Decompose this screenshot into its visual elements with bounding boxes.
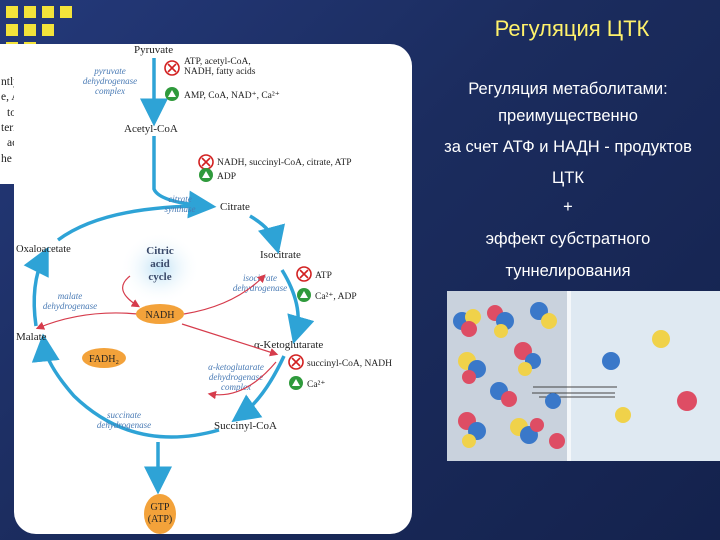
enzyme-cluster: [453, 302, 565, 449]
nadh-inhibition-arrow: [183, 274, 266, 315]
succinylcoa-to-malate-arc: [31, 333, 220, 439]
malate-to-oaa-arc: [23, 246, 49, 327]
enzyme-mdh: dehydrogenase: [43, 301, 97, 311]
slide-title: Регуляция ЦТК: [494, 16, 650, 41]
tca-diagram-panel: Citric acid cycle Pyruvate Acetyl-CoA Ci…: [14, 44, 412, 534]
metabolite-citrate: Citrate: [220, 201, 250, 213]
enzyme-mdh: malate: [58, 291, 83, 301]
pdh-inhibitors: NADH, fatty acids: [184, 66, 256, 77]
slide-text-line: эффект субстратного: [485, 230, 651, 248]
nadh-inhibition-arrow: [207, 361, 277, 400]
metabolite-pyruvate: Pyruvate: [134, 44, 173, 56]
metabolite-acetyl-coa: Acetyl-CoA: [124, 123, 178, 135]
pdh-activators: AMP, CoA, NAD⁺, Ca²⁺: [184, 91, 280, 101]
enzyme-idh: isocitrate: [243, 273, 277, 283]
inhibitor-icon: [296, 266, 312, 282]
nadh-inhibition-arrow: [35, 312, 139, 330]
slide-text-line: ЦТК: [552, 169, 584, 187]
inhibitor-icon: [164, 60, 180, 76]
cs-inhibitors: NADH, succinyl-CoA, citrate, ATP: [217, 158, 352, 168]
slide-text-line: за счет АТФ и НАДН - продуктов: [444, 138, 692, 156]
fadh2-label: FADH₂: [89, 354, 119, 365]
gtp-label: (ATP): [148, 514, 172, 525]
enzyme-idh: dehydrogenase: [233, 283, 287, 293]
metabolite-malate: Malate: [16, 331, 47, 343]
enzyme-pdh: complex: [95, 86, 125, 96]
nadh-node: [136, 304, 184, 324]
free-enzymes: [602, 330, 697, 423]
activator-icon: [297, 288, 311, 302]
slide-text-line: преимущественно: [498, 107, 638, 125]
enzyme-pdh: pyruvate: [93, 66, 126, 76]
idh-inhibitors: ATP: [315, 271, 332, 281]
oaa-to-citrate-arc: [56, 204, 207, 242]
slide-text-line: туннелирования: [505, 262, 631, 280]
cycle-label: cycle: [148, 271, 171, 283]
slide-text-line: Регуляция метаболитами:: [468, 80, 668, 98]
gtp-label: GTP: [151, 502, 170, 513]
enzyme-sdh: succinate: [107, 410, 141, 420]
enzyme-citrate-synthase: citrate: [168, 194, 192, 204]
enzyme-akgdh: dehydrogenase: [209, 372, 263, 382]
enzyme-sdh: dehydrogenase: [97, 420, 151, 430]
cs-activators: ADP: [217, 172, 236, 182]
inhibitor-icon: [288, 354, 304, 370]
activator-icon: [289, 376, 303, 390]
enzyme-citrate-synthase: synthase: [165, 204, 196, 214]
metabolite-oxaloacetate: Oxaloacetate: [16, 244, 71, 255]
akgdh-activators: Ca²⁺: [307, 380, 325, 390]
tca-cycle-diagram: Citric acid cycle Pyruvate Acetyl-CoA Ci…: [16, 44, 392, 534]
cycle-label: acid: [150, 258, 170, 270]
enzyme-akgdh: α-ketoglutarate: [208, 362, 264, 372]
substrate-channeling-illustration: [447, 291, 720, 461]
activator-icon: [199, 168, 213, 182]
isocitrate-to-akg-arc: [280, 269, 315, 345]
akg-to-succinylcoa-arc: [231, 355, 286, 423]
cycle-label: Citric: [146, 245, 174, 257]
nadh-inhibition-arrow: [181, 323, 279, 357]
citrate-to-isocitrate-arc: [249, 214, 286, 255]
activator-icon: [165, 87, 179, 101]
metabolite-akg: α-Ketoglutarate: [254, 339, 323, 351]
nadh-label: NADH: [146, 310, 175, 321]
idh-activators: Ca²⁺, ADP: [315, 292, 357, 302]
pdh-inhibitors: ATP, acetyl-CoA,: [184, 57, 251, 67]
slide-text-line: +: [563, 198, 573, 216]
akgdh-inhibitors: succinyl-CoA, NADH: [307, 359, 392, 369]
nadh-inhibition-arrow: [122, 275, 141, 308]
metabolite-succinyl-coa: Succinyl-CoA: [214, 420, 277, 432]
inhibitor-icon: [198, 154, 214, 170]
enzyme-akgdh: complex: [221, 382, 251, 392]
gtp-node: [144, 494, 176, 534]
fadh2-node: [82, 348, 126, 368]
metabolite-isocitrate: Isocitrate: [260, 249, 301, 261]
enzyme-pdh: dehydrogenase: [83, 76, 137, 86]
